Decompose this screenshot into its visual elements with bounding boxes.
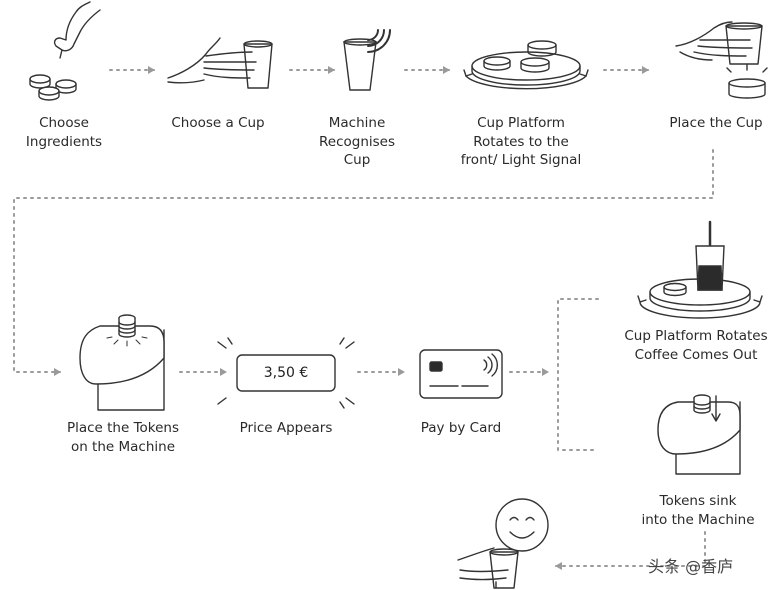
price-display: 3,50 € [263, 365, 309, 381]
step-label-rotate: Cup Platform Rotates to the front/ Light… [460, 115, 582, 168]
connector-branch [557, 298, 599, 451]
step-label-place-cup: Place the Cup [669, 115, 763, 131]
step-label-card: Pay by Card [420, 420, 502, 436]
step-label-recognise: Machine Recognises Cup [318, 115, 395, 168]
step-label-ingredients: Choose Ingredients [25, 115, 103, 150]
cup-signal-illustration [343, 29, 391, 91]
step-label-cup: Choose a Cup [171, 115, 265, 131]
tokens-sink-illustration [657, 394, 741, 475]
step-label-coffee: Cup Platform Rotates Coffee Comes Out [624, 328, 768, 363]
platform-rotate-illustration [463, 40, 589, 90]
step-label-price: Price Appears [239, 420, 333, 436]
connectors [13, 66, 714, 570]
price-display-illustration [217, 337, 355, 409]
ingredients-illustration [29, 1, 101, 101]
card-illustration [419, 349, 503, 399]
hand-cup-illustration [167, 37, 273, 89]
watermark: 头条 @香庐 [648, 557, 734, 576]
coffee-pour-illustration [637, 220, 763, 319]
happy-customer-illustration [457, 498, 549, 589]
place-cup-illustration [675, 21, 768, 99]
step-label-sink: Tokens sink into the Machine [641, 493, 755, 528]
machine-tokens-illustration [79, 314, 165, 411]
step-label-tokens: Place the Tokens on the Machine [66, 420, 180, 455]
